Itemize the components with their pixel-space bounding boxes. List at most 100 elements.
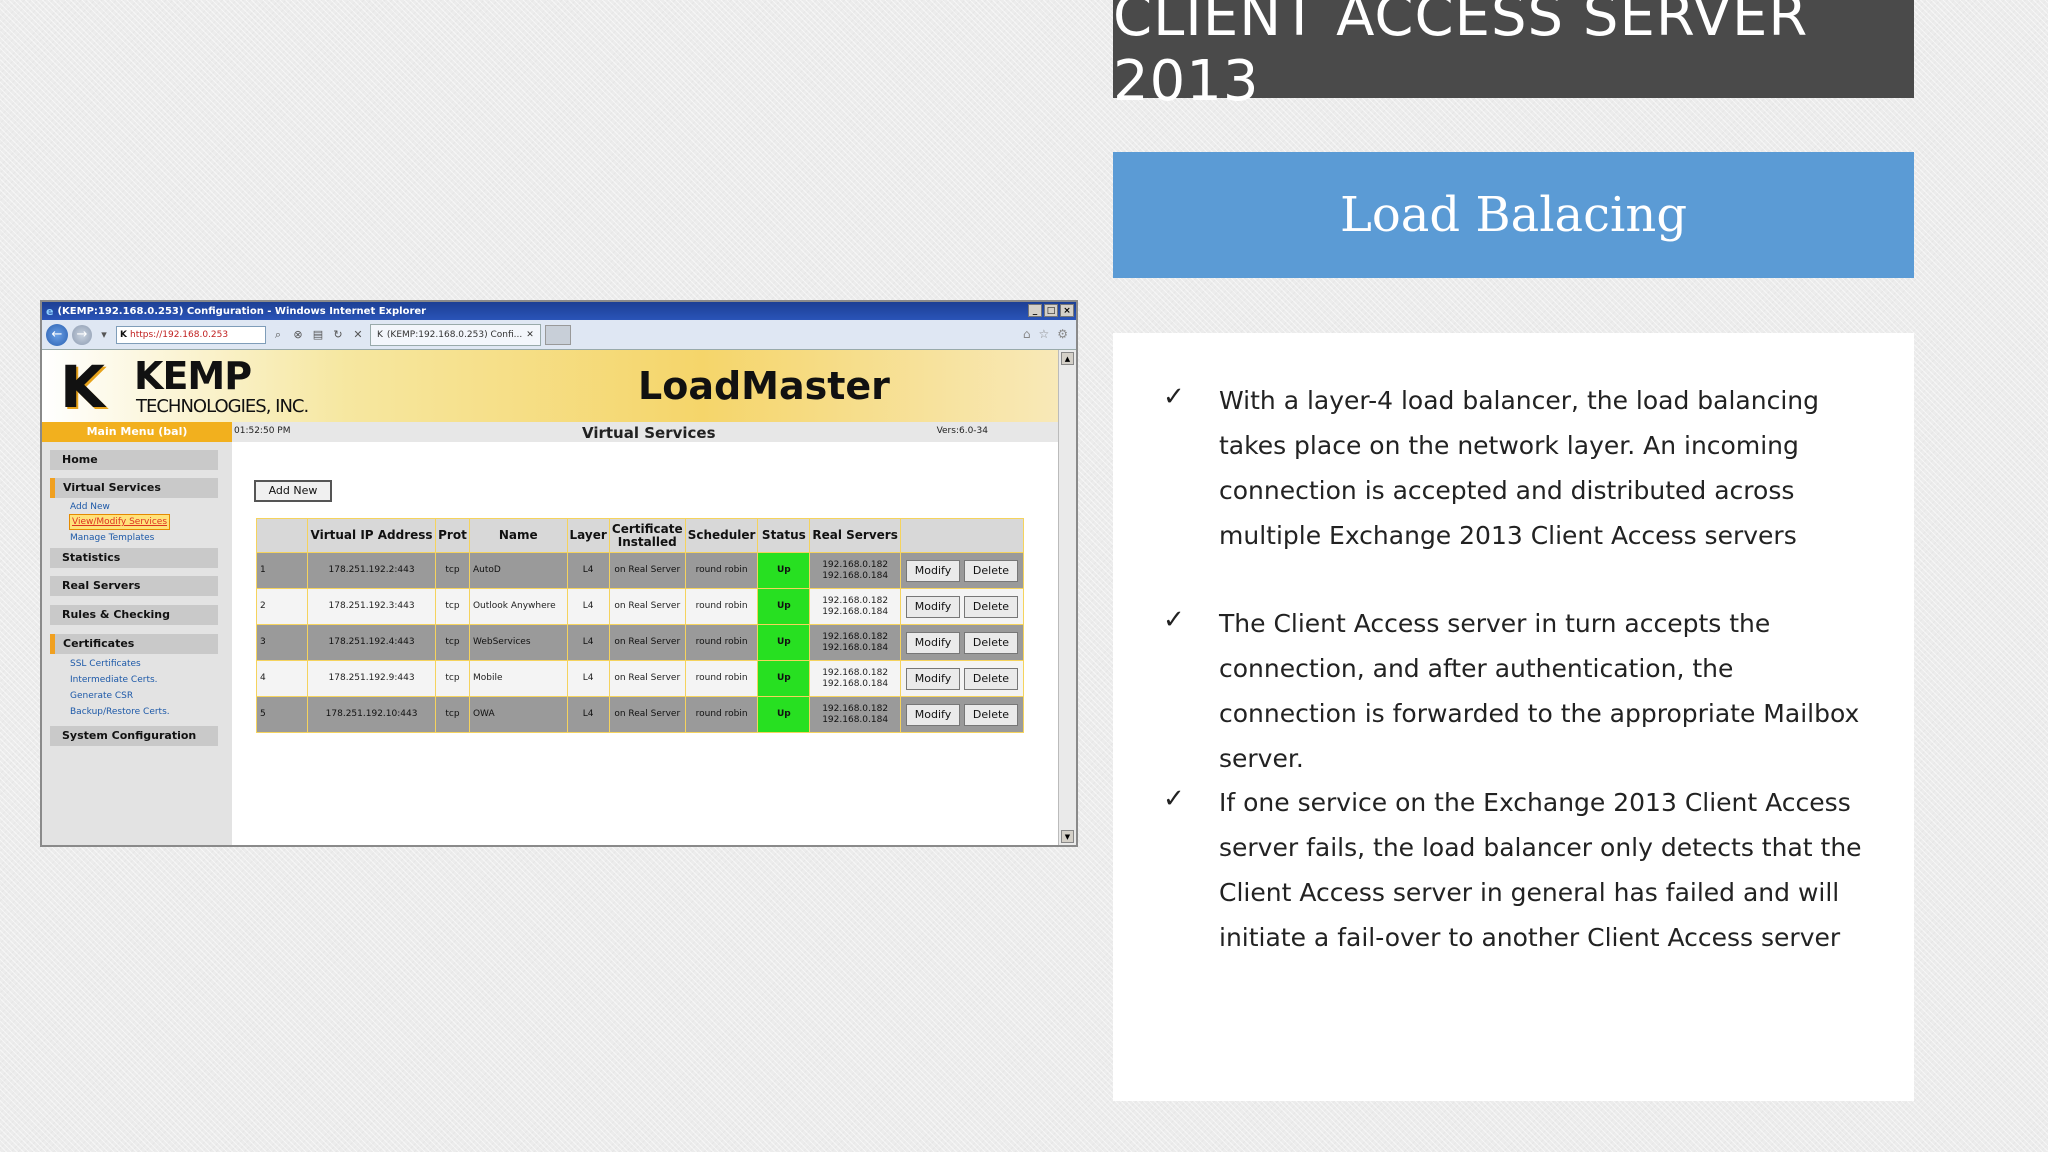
cell-num: 5 [255,696,309,733]
minimize-button[interactable]: _ [1028,304,1042,317]
ie-icon: e [46,304,54,318]
close-button[interactable]: × [1060,304,1074,317]
cell-scheduler: round robin [684,624,759,661]
stop-icon[interactable]: ✕ [353,328,363,341]
bullet-text: The Client Access server in turn accepts… [1219,609,1860,773]
cell-num: 3 [255,624,309,661]
cell-vip: 178.251.192.3:443 [307,588,436,625]
col-header-cert: Certificate Installed [608,518,686,553]
refresh-icon[interactable]: ↻ [333,328,343,341]
real-server-ip: 192.168.0.182 [822,631,889,642]
cell-vip: 178.251.192.4:443 [307,624,436,661]
maximize-button[interactable]: □ [1044,304,1058,317]
forward-icon[interactable]: → [72,324,92,345]
window-titlebar: e (KEMP:192.168.0.253) Configuration - W… [42,302,1076,320]
real-server-ip: 192.168.0.184 [822,606,889,617]
nav-vs-add-new[interactable]: Add New [70,502,110,512]
certificate-error-icon[interactable]: ⊗ [293,328,303,341]
delete-button[interactable]: Delete [964,703,1018,726]
col-header-actions [900,518,1024,553]
home-icon[interactable]: ⌂ [1022,327,1031,341]
cell-prot: tcp [434,660,470,697]
nav-certificates[interactable]: Certificates [50,634,218,654]
search-icon[interactable]: ⌕ [274,327,282,341]
cell-vip: 178.251.192.10:443 [307,696,436,733]
page-scrollbar[interactable]: ▲ ▼ [1058,350,1076,845]
cell-scheduler: round robin [684,552,759,589]
nav-intermediate-certs[interactable]: Intermediate Certs. [70,675,158,685]
table-header-row: Virtual IP Address Prot Name Layer Certi… [255,518,1024,553]
cell-layer: L4 [566,660,610,697]
bullet-item: ✓ With a layer-4 load balancer, the load… [1163,378,1873,558]
nav-ssl-certificates[interactable]: SSL Certificates [70,659,141,669]
cell-cert: on Real Server [608,552,686,589]
address-bar[interactable]: K https://192.168.0.253 [116,325,266,344]
cell-cert: on Real Server [608,588,686,625]
cell-name: OWA [468,696,568,733]
delete-button[interactable]: Delete [964,667,1018,690]
browser-right-icons: ⌂ ☆ ⚙ [1023,327,1068,341]
cell-vip: 178.251.192.2:443 [307,552,436,589]
cell-cert: on Real Server [608,696,686,733]
kemp-page: K KEMP TECHNOLOGIES, INC. LoadMaster Mai… [42,350,1058,845]
tools-gear-icon[interactable]: ⚙ [1057,327,1068,341]
modify-button[interactable]: Modify [906,631,960,654]
nav-backup-restore-certs[interactable]: Backup/Restore Certs. [70,707,170,717]
kemp-tab-icon: K [377,329,383,340]
kemp-header: K KEMP TECHNOLOGIES, INC. LoadMaster [42,350,1058,422]
real-server-ip: 192.168.0.184 [822,678,889,689]
cell-layer: L4 [566,552,610,589]
scroll-up-icon[interactable]: ▲ [1061,352,1074,365]
browser-tab[interactable]: K (KEMP:192.168.0.253) Confi... ✕ [370,323,541,346]
cell-cert: on Real Server [608,660,686,697]
favorites-star-icon[interactable]: ☆ [1038,327,1050,341]
browser-toolbar: ← → ▾ K https://192.168.0.253 ⌕ ⊗ ▤ ↻ ✕ … [42,320,1076,350]
nav-generate-csr[interactable]: Generate CSR [70,691,134,701]
modify-button[interactable]: Modify [906,667,960,690]
nav-statistics[interactable]: Statistics [50,548,218,568]
add-new-button[interactable]: Add New [254,480,332,502]
nav-vs-view-modify[interactable]: View/Modify Services [68,514,171,530]
cell-status: Up [757,660,811,697]
kemp-company-sub: TECHNOLOGIES, INC. [136,396,309,417]
nav-virtual-services[interactable]: Virtual Services [50,478,218,498]
real-server-ip: 192.168.0.182 [822,595,889,606]
cell-name: WebServices [468,624,568,661]
nav-vs-manage-templates[interactable]: Manage Templates [70,533,155,543]
nav-home[interactable]: Home [50,450,218,470]
left-nav: Home Virtual Services Add New View/Modif… [42,442,232,845]
modify-button[interactable]: Modify [906,703,960,726]
scroll-down-icon[interactable]: ▼ [1061,830,1074,843]
nav-rules-checking[interactable]: Rules & Checking [50,605,218,625]
col-header-name: Name [468,518,568,553]
cell-num: 1 [255,552,309,589]
col-header-scheduler: Scheduler [684,518,759,553]
back-icon[interactable]: ← [46,323,68,346]
cell-layer: L4 [566,588,610,625]
cell-status: Up [757,696,811,733]
window-controls: _ □ × [1028,304,1074,317]
nav-real-servers[interactable]: Real Servers [50,576,218,596]
compatibility-icon[interactable]: ▤ [312,328,324,341]
modify-button[interactable]: Modify [906,595,960,618]
modify-button[interactable]: Modify [906,559,960,582]
cell-scheduler: round robin [684,660,759,697]
tab-close-icon[interactable]: ✕ [526,329,534,340]
cell-status: Up [757,552,811,589]
cell-prot: tcp [434,588,470,625]
delete-button[interactable]: Delete [964,595,1018,618]
cell-num: 2 [255,588,309,625]
delete-button[interactable]: Delete [964,559,1018,582]
bullet-item: ✓ The Client Access server in turn accep… [1163,601,1873,781]
chevron-down-icon[interactable]: ▾ [101,328,107,341]
delete-button[interactable]: Delete [964,631,1018,654]
new-tab-button[interactable] [544,324,571,345]
cell-prot: tcp [434,552,470,589]
nav-system-configuration[interactable]: System Configuration [50,726,218,746]
